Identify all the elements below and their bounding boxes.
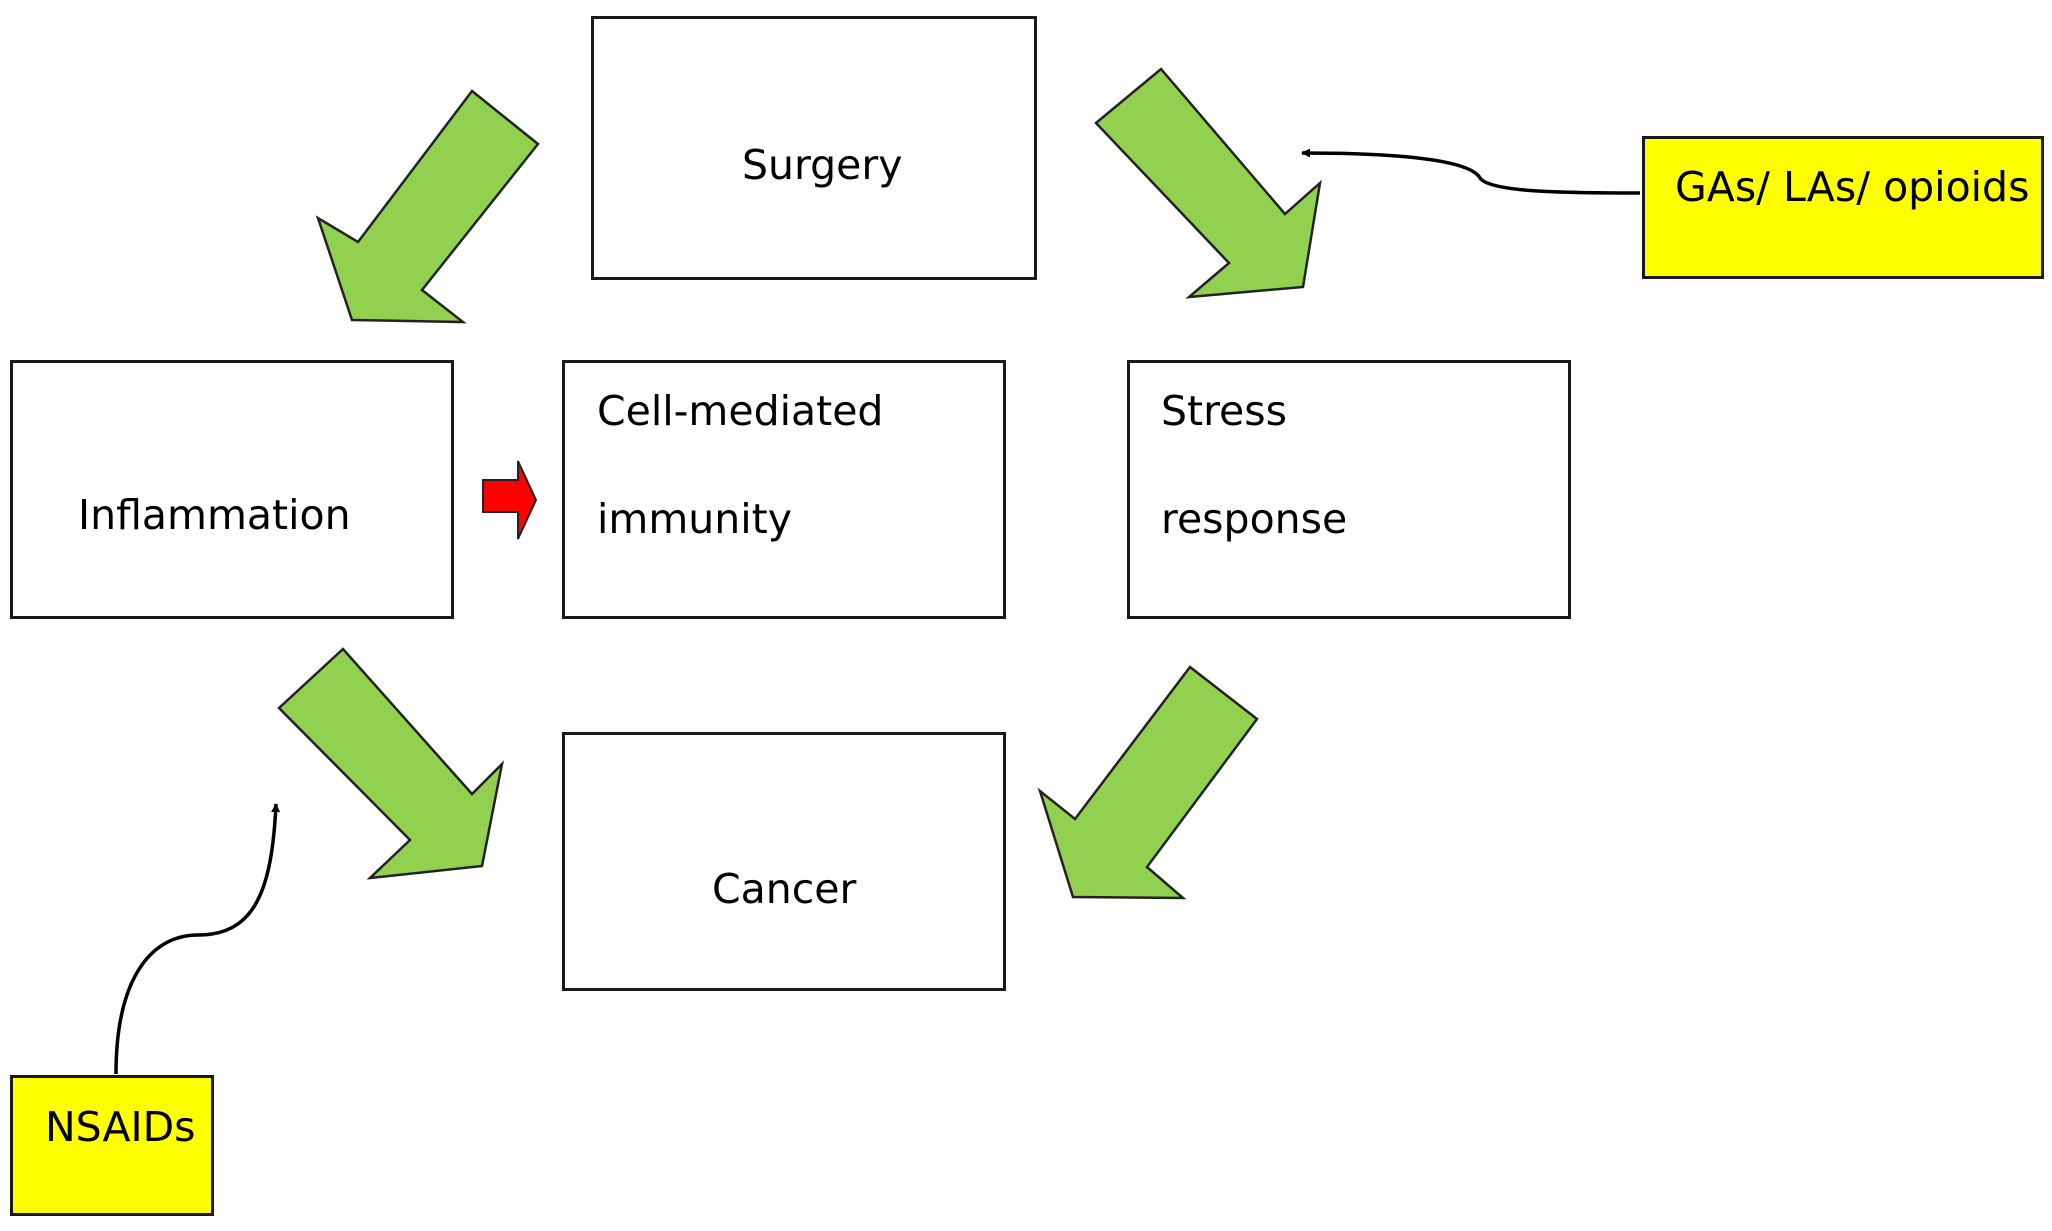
arrow-inflammation-to-cancer xyxy=(277,647,505,880)
intervention-anesthesia-label: GAs/ LAs/ opioids xyxy=(1675,163,2030,211)
arrow-inflammation-to-cmi xyxy=(482,460,538,540)
node-stress-label-line1: Stress xyxy=(1161,387,1288,435)
node-surgery-label: Surgery xyxy=(742,141,903,189)
node-cell-mediated-immunity: Cell-mediated immunity xyxy=(562,360,1006,619)
node-surgery: Surgery xyxy=(591,16,1037,280)
node-cancer-label: Cancer xyxy=(712,865,857,913)
intervention-anesthesia: GAs/ LAs/ opioids xyxy=(1642,136,2044,279)
connector-anesthesia xyxy=(1301,148,1641,195)
intervention-nsaids: NSAIDs xyxy=(10,1075,214,1216)
arrow-surgery-to-stress xyxy=(1094,67,1322,299)
connector-nsaids xyxy=(114,803,281,1075)
node-cmi-label-line1: Cell-mediated xyxy=(597,387,884,435)
intervention-nsaids-label: NSAIDs xyxy=(45,1103,196,1151)
node-stress-response: Stress response xyxy=(1127,360,1571,619)
arrow-surgery-to-inflammation xyxy=(315,89,540,324)
arrow-stress-to-cancer xyxy=(1037,665,1259,900)
node-cancer: Cancer xyxy=(562,732,1006,991)
node-inflammation-label: Inflammation xyxy=(78,491,351,539)
node-cmi-label-line2: immunity xyxy=(597,495,792,543)
node-inflammation: Inflammation xyxy=(10,360,454,619)
node-stress-label-line2: response xyxy=(1161,495,1348,543)
